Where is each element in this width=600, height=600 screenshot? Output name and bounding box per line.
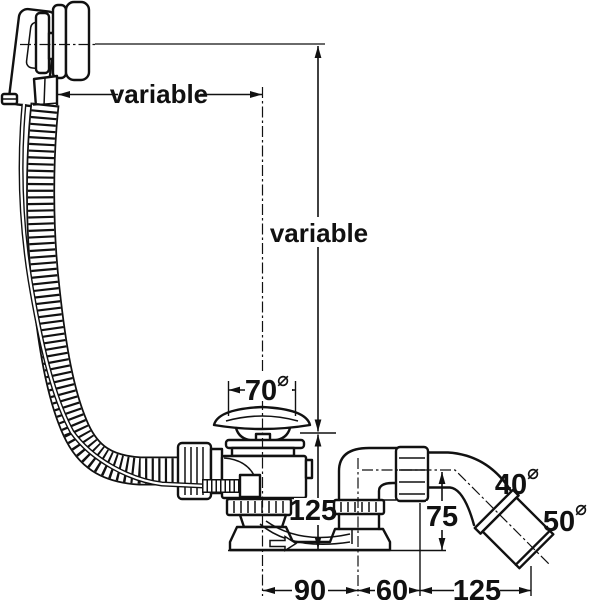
valve-union-ring: [225, 497, 293, 529]
dim-70-diameter-symbol: ⌀: [277, 369, 289, 391]
outlet-pipe-top: [426, 451, 513, 493]
dim-125-label: 125: [289, 495, 337, 527]
dim-125-vertical: 125: [289, 434, 337, 549]
dim-variable-vertical: variable: [270, 46, 368, 434]
cable-connector: [238, 473, 262, 499]
dim-60-label: 60: [376, 575, 408, 600]
trap-base: [225, 497, 446, 552]
centerlines: [20, 43, 551, 596]
dim-90-label: 90: [294, 575, 326, 600]
dim-50-diameter-symbol: ⌀: [575, 498, 587, 520]
dimensions: variable variable 125 70 ⌀: [58, 46, 587, 600]
flexible-overflow-hose: [26, 102, 180, 486]
valve-body-step: [304, 458, 314, 480]
cable-anchor: [0, 92, 19, 106]
dim-50-label: 50: [543, 506, 575, 538]
internal-channel: [259, 523, 351, 545]
overflow-fitting: [0, 0, 91, 109]
overflow-rosette-cap: [34, 0, 91, 82]
outlet-union-nut: [394, 445, 430, 503]
base-pan: [228, 525, 392, 552]
dim-bottom-chain: 90 60 125: [263, 503, 532, 600]
outlet-axis-centerline: [362, 469, 551, 566]
dim-75-label: 75: [426, 501, 458, 533]
outlet-pipe-bottom: [426, 486, 476, 527]
dim-125-bottom-label: 125: [453, 575, 501, 600]
variable-horizontal-label: variable: [110, 79, 208, 109]
dim-75-vertical: 75: [426, 472, 459, 550]
hose-ribs: [27, 102, 180, 484]
dim-70-diameter: 70 ⌀: [227, 369, 297, 416]
dim-40-label: 40: [495, 469, 527, 501]
flow-arrow: [269, 535, 298, 552]
variable-vertical-label: variable: [270, 218, 368, 248]
dim-70-label: 70: [245, 375, 277, 407]
dim-variable-horizontal: variable: [58, 79, 262, 109]
dim-40-diameter-symbol: ⌀: [527, 462, 539, 484]
riser-union-ring: [332, 498, 386, 516]
hose-neck: [32, 74, 59, 109]
control-cable: [18, 103, 262, 499]
riser-elbow: [332, 446, 399, 531]
